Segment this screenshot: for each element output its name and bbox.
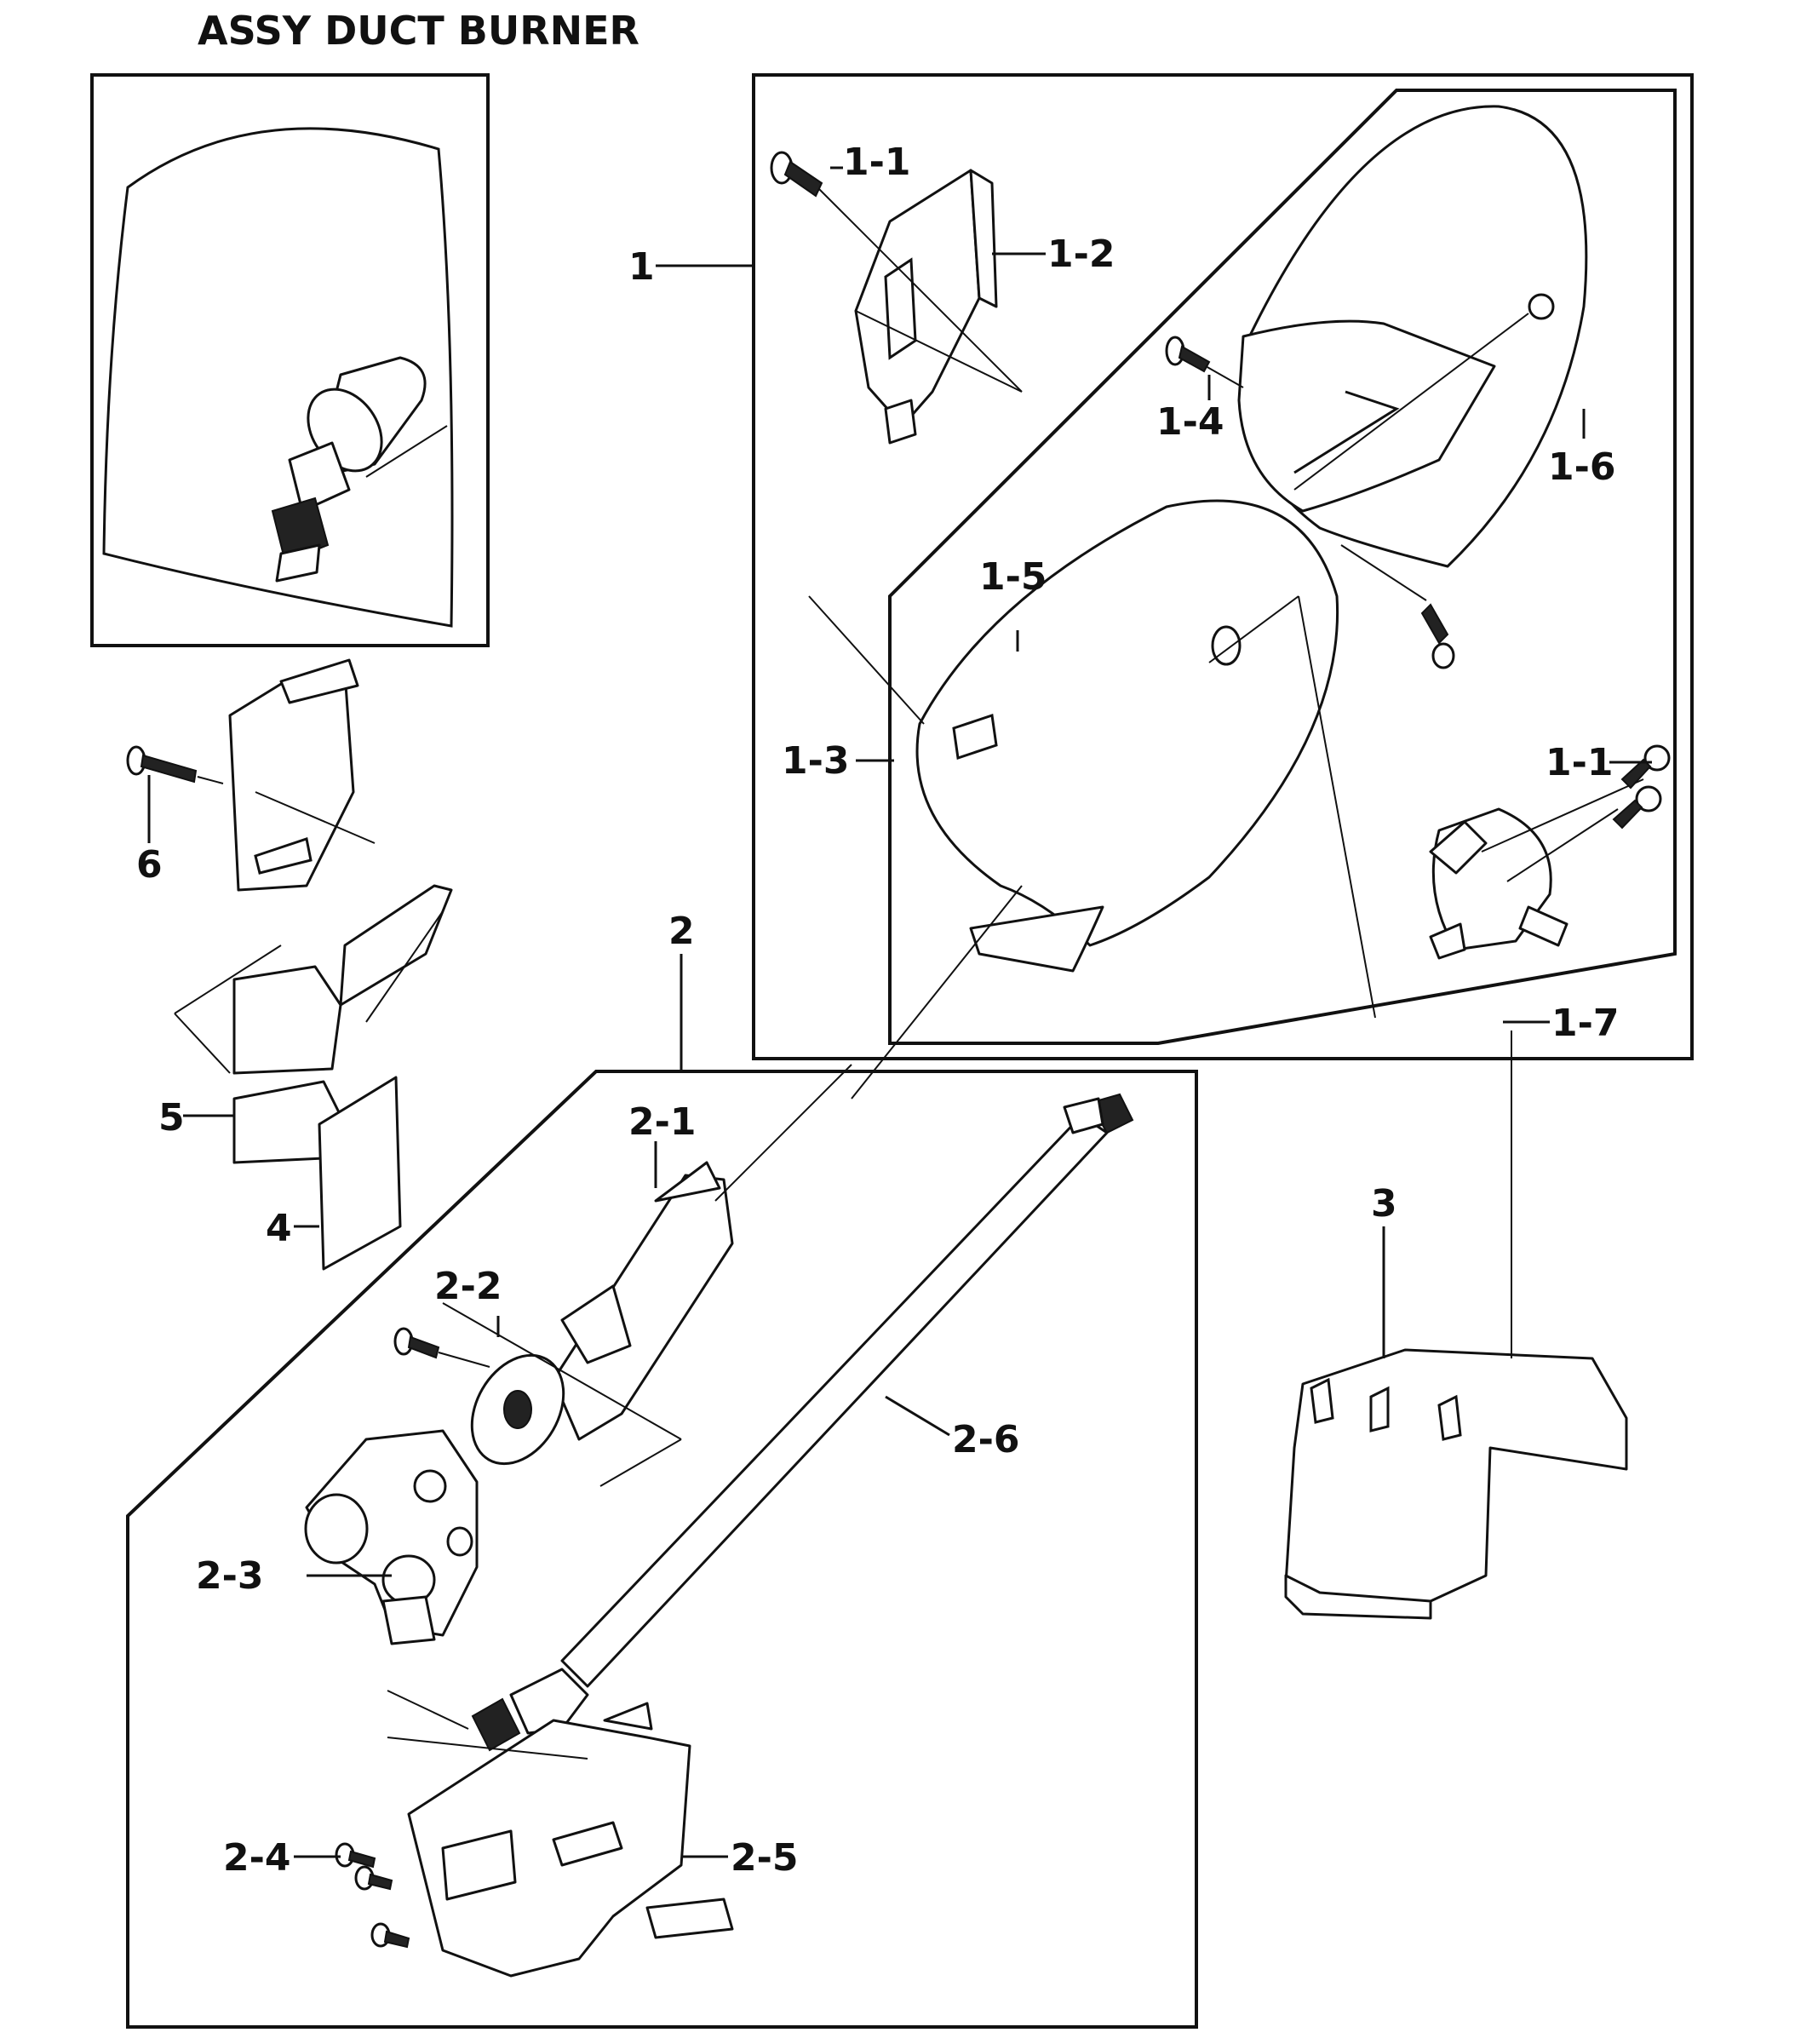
part-1-5-duct-body [808, 310, 1376, 1100]
part-1-7-sensor [1429, 778, 1644, 960]
callout-2-2: 2-2 [434, 1265, 502, 1308]
callout-1-3: 1-3 [782, 739, 850, 783]
callout-1-2: 1-2 [1047, 233, 1115, 276]
callout-1-7: 1-7 [1551, 1002, 1620, 1045]
callout-1-6: 1-6 [1548, 445, 1616, 489]
part-2-3-valve [304, 1429, 479, 1645]
part-1-6-screw [1340, 544, 1455, 669]
thumbnail-burner-assembly [271, 356, 448, 583]
callout-4: 4 [266, 1207, 292, 1250]
diagram-title: ASSY DUCT BURNER [198, 8, 639, 54]
part-3-bracket [1284, 1031, 1628, 1620]
callout-1: 1 [628, 245, 655, 289]
callout-3: 3 [1371, 1182, 1397, 1226]
callout-2: 2 [668, 910, 695, 953]
part-6-screw [126, 745, 224, 784]
duct-assembly-group [752, 73, 1694, 1100]
callout-2-4: 2-4 [223, 1836, 291, 1880]
part-6-bracket [228, 658, 376, 892]
callout-1-5: 1-5 [979, 555, 1047, 599]
callout-2-1: 2-1 [628, 1100, 697, 1144]
callout-2-5: 2-5 [731, 1836, 799, 1880]
part-1-2-bracket [854, 169, 998, 445]
part-2-5-mount-bracket [387, 1690, 734, 1978]
part-1-1-screw-top [770, 151, 1023, 393]
part-2-6-gas-pipe [471, 1093, 1134, 1752]
leader-lines [147, 166, 1652, 1858]
callout-5: 5 [158, 1096, 185, 1140]
callout-1-1-right: 1-1 [1546, 741, 1614, 784]
part-2-1-burner [470, 1064, 852, 1466]
part-1-1-screws-right [1612, 744, 1671, 830]
part-1-4-screw [1165, 336, 1244, 388]
part-2-4-screws [335, 1842, 410, 1949]
part-2-2-screw [393, 1327, 490, 1368]
part-1-6-duct-cover [1237, 105, 1588, 568]
callout-2-6: 2-6 [952, 1418, 1020, 1461]
part-4-pad [318, 1076, 402, 1271]
callout-1-4: 1-4 [1156, 400, 1224, 444]
burner-assembly-group [126, 1064, 1198, 2029]
callout-6: 6 [136, 843, 163, 887]
callout-2-3: 2-3 [196, 1554, 264, 1598]
part-5-igniter [174, 884, 453, 1164]
callout-1-1-top: 1-1 [843, 141, 911, 184]
overview-thumbnail [90, 73, 490, 647]
